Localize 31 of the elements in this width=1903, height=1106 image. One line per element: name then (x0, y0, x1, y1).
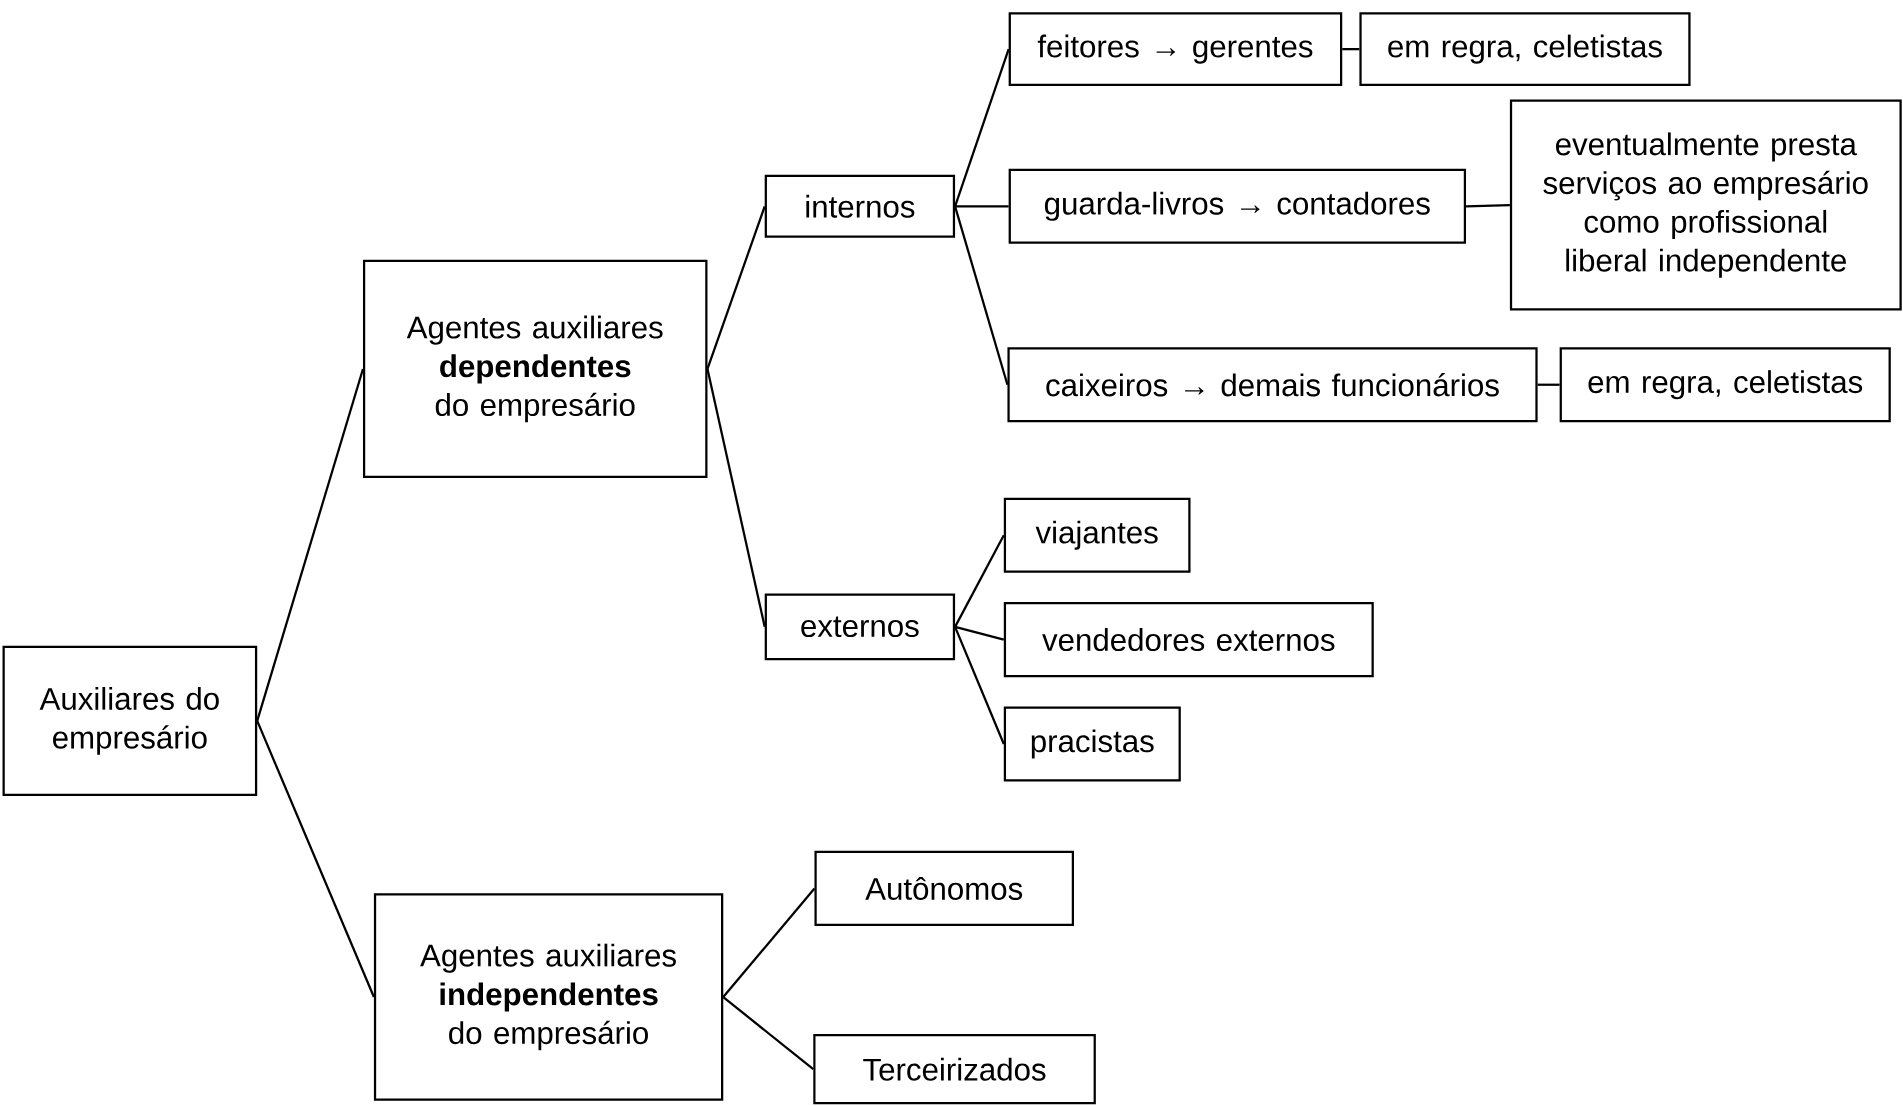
connector-line (256, 720, 375, 998)
connector-line (706, 205, 766, 370)
leaf-box: eventualmente presta serviços ao empresário como profissional liberal independente (1509, 99, 1902, 311)
connector-line (722, 887, 816, 998)
connector-line (954, 625, 1005, 641)
group-box: externos (764, 593, 956, 661)
connector-line (954, 534, 1005, 628)
leaf-box: em regra, celetistas (1559, 347, 1891, 423)
category-box: Agentes auxiliares dependentes do empresário (363, 259, 708, 479)
connector-line (954, 626, 1005, 745)
connector-line (955, 205, 1009, 208)
leaf-box: em regra, celetistas (1359, 12, 1691, 87)
leaf-box: guarda-livros → contadores (1008, 168, 1467, 244)
leaf-box: Terceirizados (813, 1034, 1096, 1105)
group-box: internos (764, 174, 956, 238)
leaf-box: Autônomos (814, 850, 1074, 926)
category-box: Agentes auxiliares independentes do empresário (373, 893, 724, 1101)
leaf-box: feitores → gerentes (1008, 12, 1343, 87)
leaf-box: caixeiros → demais funcionários (1007, 347, 1538, 423)
connector-line (722, 996, 814, 1071)
leaf-box: vendedores externos (1003, 602, 1374, 678)
connector-line (1537, 383, 1560, 386)
connector-line (1342, 48, 1360, 51)
leaf-box: viajantes (1003, 497, 1191, 573)
connector-line (706, 368, 766, 628)
connector-line (1466, 204, 1510, 208)
connector-line (256, 368, 365, 722)
connector-line (954, 48, 1010, 207)
leaf-box: pracistas (1003, 706, 1181, 782)
connector-line (954, 206, 1009, 386)
root-box: Auxiliares do empresário (2, 645, 258, 797)
